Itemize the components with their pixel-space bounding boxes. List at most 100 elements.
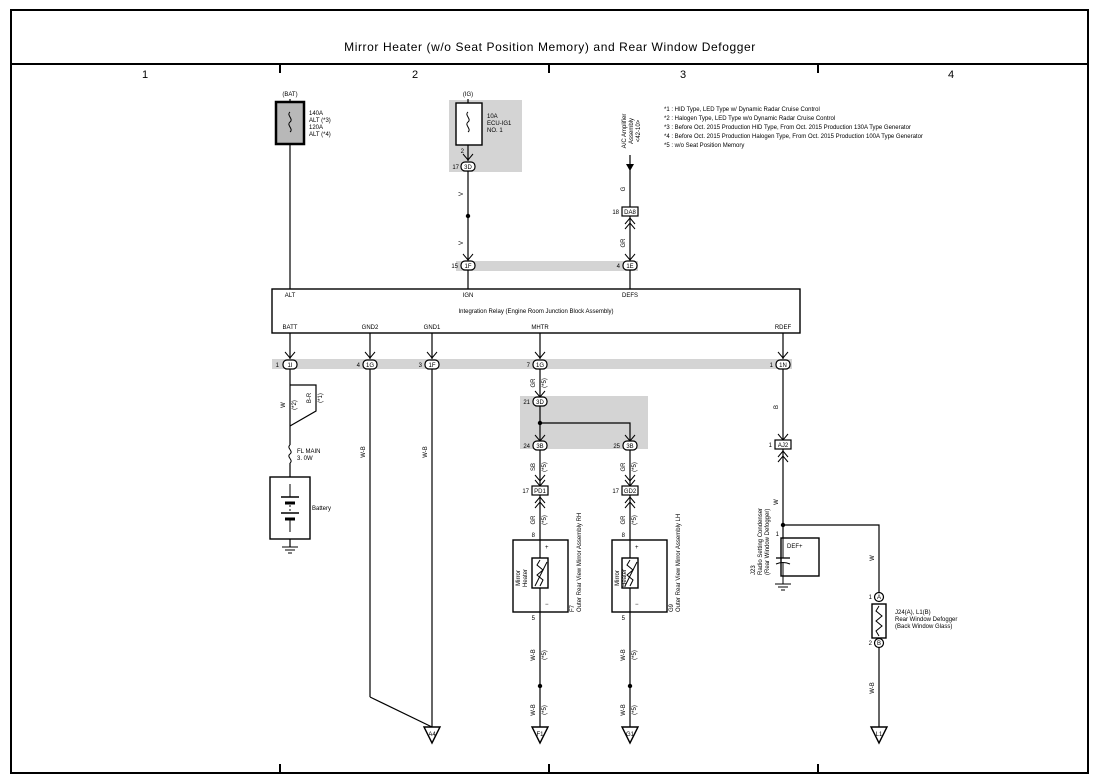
- diagram-frame: [10, 9, 1089, 774]
- battery-label: Battery: [312, 506, 331, 512]
- lh-pin-8: 8: [622, 533, 626, 539]
- column-label-3: 3: [680, 69, 686, 81]
- radio-setting-condenser: DEF+ J23 Radio Setting Condenser (Rear W…: [751, 508, 820, 584]
- svg-text:−: −: [635, 602, 639, 608]
- connector-3b-25-number: 25: [613, 444, 620, 450]
- svg-text:+: +: [635, 545, 639, 551]
- wire-br-battery: B-R: [307, 392, 313, 403]
- connector-gd2-label: GD2: [624, 489, 637, 495]
- wire-wb-rh-1-note: (*5): [542, 650, 548, 660]
- conn-1g-4-number: 4: [357, 363, 361, 369]
- ground-f1-label: F1: [536, 732, 544, 738]
- fl-main-label: FL MAIN: [297, 449, 320, 455]
- ground-g1: G1: [620, 726, 640, 745]
- svg-text:−: −: [545, 602, 549, 608]
- wire-wb-defogger: W-B: [870, 682, 876, 694]
- connector-3b-24-label: 3B: [536, 444, 543, 450]
- mirror-lh-code: G9: [669, 603, 675, 612]
- connector-1f-15-number: 15: [451, 264, 458, 270]
- wire-gr-lh-b-note: (*5): [632, 515, 638, 525]
- wire-wb-gnd2: W-B: [361, 446, 367, 458]
- connector-3d-21-label: 3D: [536, 400, 544, 406]
- wire-wb-lh-1: W-B: [621, 649, 627, 661]
- relay-pin-ign: IGN: [463, 293, 474, 299]
- ig-source-label: (IG): [463, 92, 473, 98]
- relay-pin-rdef: RDEF: [775, 325, 792, 331]
- note-4: *4 : Before Oct. 2015 Production Halogen…: [664, 134, 923, 140]
- def-plus-pin: DEF+: [787, 544, 803, 550]
- defogger-name: Rear Window Defogger: [895, 617, 957, 623]
- diagram-title: Mirror Heater (w/o Seat Position Memory)…: [344, 40, 756, 54]
- mirror-heater-rh-line-1: Mirror: [516, 570, 522, 586]
- battery: Battery: [269, 476, 331, 540]
- conn-1i-number: 1: [276, 363, 280, 369]
- relay-pin-alt: ALT: [285, 293, 296, 299]
- ig-fuse-line-2: ECU-IG1: [487, 121, 512, 127]
- ac-amp-line-1: A/C Amplifier: [622, 114, 628, 149]
- alt-fuse-line-1: 140A: [309, 111, 323, 117]
- conn-1g-7-label: 1G: [536, 363, 544, 369]
- mirror-rh-code: F7: [570, 604, 576, 612]
- relay-pin-gnd2: GND2: [362, 325, 379, 331]
- wire-sb-rh-note: (*5): [542, 462, 548, 472]
- wire-gr-lh-b: GR: [621, 515, 627, 525]
- fuse-ecu-ig1: (IG) 10A ECU-IG1 NO. 1 2: [455, 92, 512, 161]
- column-label-2: 2: [412, 69, 418, 81]
- rh-pin-5: 5: [532, 616, 536, 622]
- connector-pd1-label: PD1: [534, 489, 546, 495]
- defogger-pin-1: 1: [869, 595, 873, 601]
- connector-3d-17-label: 3D: [464, 165, 472, 171]
- conn-1f-3-label: 1F: [428, 363, 435, 369]
- mirror-lh-name: Outer Rear View Mirror Assembly LH: [676, 514, 682, 612]
- ground-l1-label: L1: [876, 732, 883, 738]
- wire-gr-lh-a: GR: [621, 462, 627, 472]
- connector-1f-15-label: 1F: [464, 264, 471, 270]
- ground-f1: F1: [530, 726, 550, 745]
- connector-da8-number: 18: [612, 210, 619, 216]
- wire-gr-lh-a-note: (*5): [632, 462, 638, 472]
- relay-pin-mhtr: MHTR: [531, 325, 549, 331]
- connector-3b-25-label: 3B: [626, 444, 633, 450]
- ig-fuse-line-3: NO. 1: [487, 128, 503, 134]
- wire-gr-mhtr: GR: [531, 378, 537, 388]
- ig-fuse-line-1: 10A: [487, 114, 498, 120]
- conn-1n-label: 1N: [779, 363, 787, 369]
- relay-pin-defs: DEFS: [622, 293, 638, 299]
- rear-window-defogger: A 1 B 2 J24(A), L1(B) Rear Window Defogg…: [869, 591, 957, 649]
- defogger-conn-b: B: [877, 641, 881, 647]
- connector-da8-label: DA8: [624, 210, 636, 216]
- conn-1g-7-number: 7: [527, 363, 531, 369]
- lh-pin-5: 5: [622, 616, 626, 622]
- wire-wb-lh-1-note: (*5): [632, 650, 638, 660]
- condenser-desc: (Rear Window Defogger): [765, 509, 771, 575]
- wire-v-1: V: [459, 192, 465, 196]
- defogger-conn-a: A: [877, 595, 881, 601]
- wire-sb-rh: SB: [531, 463, 537, 471]
- wire-gr-defs: GR: [621, 238, 627, 248]
- column-label-4: 4: [948, 69, 954, 81]
- wire-wb-lh-2-note: (*5): [632, 705, 638, 715]
- rh-pin-8: 8: [532, 533, 536, 539]
- wire-b-rdef: B: [774, 405, 780, 409]
- connector-aj2-number: 1: [769, 443, 773, 449]
- wire-w-battery: W: [281, 402, 287, 408]
- connector-3b-24-number: 24: [523, 444, 530, 450]
- wire-br-note: (*1): [318, 393, 324, 403]
- connector-aj2-label: AJ2: [778, 443, 789, 449]
- wire-w-defogger: W: [870, 555, 876, 561]
- mirror-heater-lh-line-2: Heater: [622, 569, 628, 587]
- wire-gr-rh: GR: [531, 515, 537, 525]
- wire-gr-rh-note: (*5): [542, 515, 548, 525]
- notes: *1 : HID Type, LED Type w/ Dynamic Radar…: [664, 107, 923, 149]
- conn-1g-4-label: 1G: [366, 363, 374, 369]
- wire-wb-lh-2: W-B: [621, 704, 627, 716]
- wire-gr-mhtr-note: (*5): [542, 378, 548, 388]
- relay-connectors: 1I1 1G4 1F3 1G7 1N1: [276, 359, 791, 370]
- note-3: *3 : Before Oct. 2015 Production HID Typ…: [664, 125, 911, 131]
- wire-wb-gnd1: W-B: [423, 446, 429, 458]
- wire-v-2: V: [459, 241, 465, 245]
- wire-g: G: [621, 186, 627, 191]
- ac-amp-line-2: Assembly: [629, 118, 635, 144]
- defogger-pin-2: 2: [869, 641, 873, 647]
- ac-amp-line-3: <42-10>: [636, 119, 642, 142]
